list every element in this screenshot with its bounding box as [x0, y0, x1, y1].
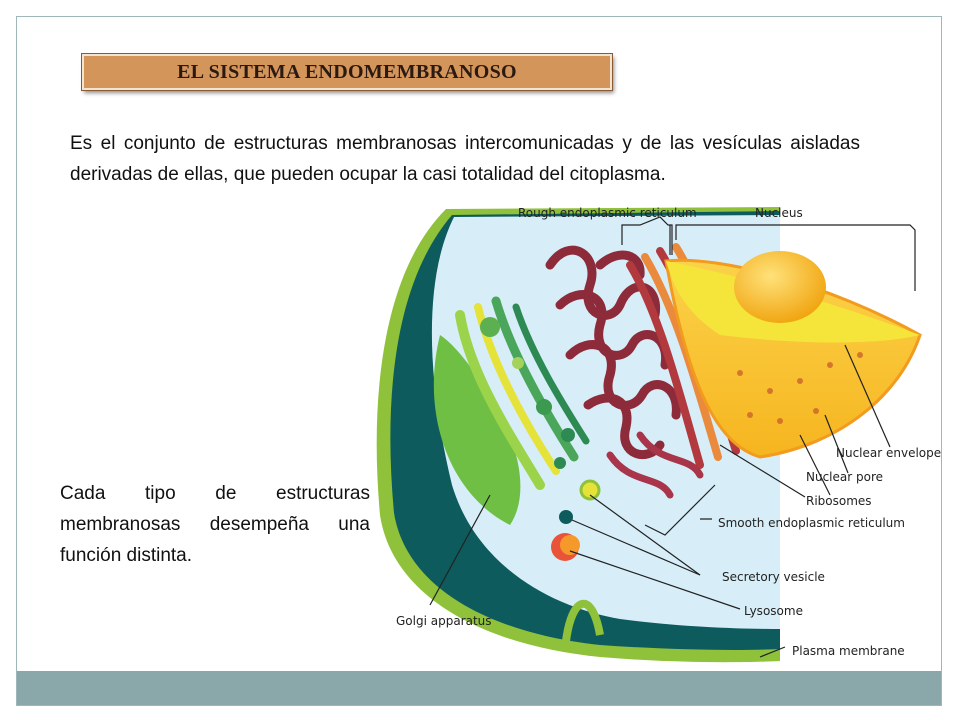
label-nucleus: Nucleus: [755, 206, 803, 220]
footer-bar: [17, 671, 941, 705]
leader-lines: [429, 216, 916, 658]
nucleus: [664, 251, 922, 459]
label-plasma-membrane: Plasma membrane: [792, 644, 905, 658]
label-nuclear-envelope: Nuclear envelope: [836, 446, 941, 460]
label-rough-er: Rough endoplasmic reticulum: [518, 206, 697, 220]
slide-title: EL SISTEMA ENDOMEMBRANOSO: [177, 60, 517, 83]
smooth-er: [606, 431, 704, 499]
function-paragraph: Cada tipo de estructuras membranosas des…: [60, 483, 370, 566]
lysosome: [551, 533, 580, 561]
label-secretory-vesicle: Secretory vesicle: [722, 570, 825, 584]
endomembrane-diagram: Rough endoplasmic reticulum Nucleus Nucl…: [376, 206, 941, 663]
nucleolus: [734, 251, 826, 323]
golgi-apparatus: [433, 296, 590, 525]
label-smooth-er: Smooth endoplasmic reticulum: [718, 516, 905, 530]
intro-paragraph: Es el conjunto de estructuras membranosa…: [70, 133, 860, 185]
title-banner: EL SISTEMA ENDOMEMBRANOSO: [81, 53, 613, 91]
label-golgi: Golgi apparatus: [396, 614, 492, 628]
label-nuclear-pore: Nuclear pore: [806, 470, 883, 484]
label-lysosome: Lysosome: [744, 604, 803, 618]
secretory-vesicle: [559, 479, 601, 524]
plasma-membrane-indent: [562, 599, 604, 642]
label-ribosomes: Ribosomes: [806, 494, 872, 508]
